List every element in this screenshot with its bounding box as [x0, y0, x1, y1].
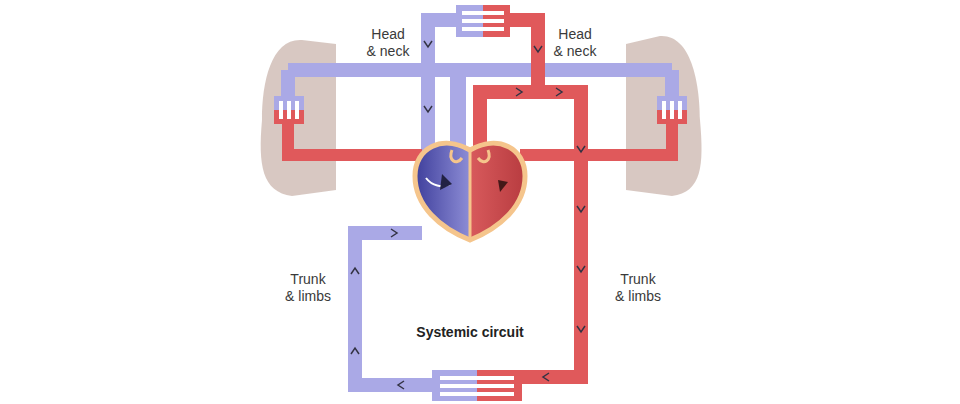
pulmonary-vein-left [288, 122, 422, 155]
right-lung-capillaries [657, 96, 687, 124]
region-label: Trunk & limbs [615, 271, 662, 305]
flow-arrow [424, 106, 432, 112]
flow-arrow [351, 348, 359, 354]
flow-arrow [577, 266, 585, 272]
body-capillary-bed [432, 370, 522, 401]
flow-arrow [577, 206, 585, 212]
head-capillary-bed [456, 5, 510, 37]
flow-arrow [516, 88, 522, 96]
flow-arrow [391, 229, 397, 237]
flow-arrow [398, 381, 404, 389]
pulmonary-trunk [450, 70, 466, 150]
pulmonary-artery [288, 63, 672, 77]
carotid-artery [508, 20, 538, 92]
flow-arrow [543, 373, 549, 381]
flow-arrow [556, 88, 562, 96]
left-lung-capillaries [274, 96, 304, 124]
region-label: Head & neck [366, 26, 411, 60]
heart [415, 143, 525, 240]
flow-arrow [534, 46, 542, 52]
flow-arrow [351, 268, 359, 274]
region-label: Head & neck [553, 26, 598, 60]
circuit-title: Systemic circuit [416, 324, 523, 341]
flow-arrow [577, 146, 585, 152]
superior-vena-cava [428, 20, 458, 152]
pulmonary-artery-right-down [665, 70, 679, 100]
pulmonary-vein-right [520, 122, 672, 155]
right-lung [626, 36, 702, 196]
region-label: Trunk & limbs [285, 271, 332, 305]
inferior-vena-cava [355, 233, 432, 385]
pulmonary-artery-left-down [281, 70, 295, 100]
flow-arrow [577, 326, 585, 332]
flow-arrow [424, 41, 432, 47]
